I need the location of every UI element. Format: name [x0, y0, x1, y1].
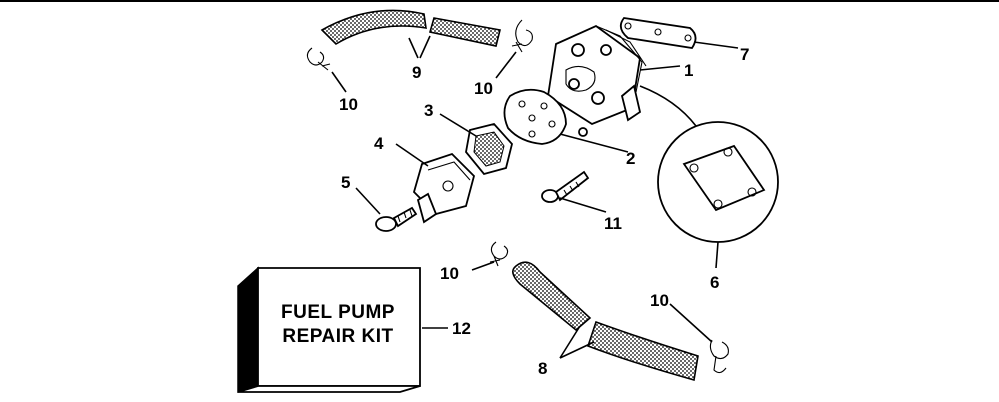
inset-detail-circle — [639, 85, 779, 243]
leader-lines — [331, 35, 739, 359]
callout-2: 2 — [626, 149, 635, 168]
filter-cover — [412, 152, 476, 224]
callout-11: 11 — [604, 214, 622, 233]
mounting-bolt — [541, 170, 590, 203]
kit-label-line2: REPAIR KIT — [282, 326, 393, 347]
hose-lower-left — [512, 261, 592, 332]
callout-1: 1 — [684, 61, 693, 80]
cover-screw — [375, 206, 418, 232]
clip-lower-middle — [489, 241, 509, 267]
gasket — [619, 17, 697, 49]
callout-9: 9 — [412, 63, 421, 82]
hose-upper-left — [320, 9, 427, 46]
callout-10-top: 10 — [474, 79, 493, 98]
callout-6: 6 — [710, 273, 719, 292]
clip-left — [306, 47, 331, 71]
callout-12: 12 — [452, 319, 471, 338]
callout-10-left: 10 — [339, 95, 358, 114]
fuel-pump-body — [547, 24, 647, 137]
callout-10-lower-left: 10 — [440, 264, 459, 283]
hose-lower-right — [586, 320, 699, 382]
clip-lower-right — [709, 339, 729, 374]
repair-kit-box: FUEL PUMP REPAIR KIT — [237, 266, 421, 394]
callout-10-lower-right: 10 — [650, 291, 669, 310]
kit-label-line1: FUEL PUMP — [281, 302, 395, 323]
callout-4: 4 — [374, 134, 384, 153]
clip-upper-middle — [511, 19, 533, 53]
callout-5: 5 — [341, 173, 350, 192]
hose-upper-right — [428, 17, 501, 47]
filter-screen — [465, 122, 513, 176]
callout-7: 7 — [740, 45, 749, 64]
callout-8: 8 — [538, 359, 547, 378]
diaphragm — [503, 88, 567, 145]
callout-3: 3 — [424, 101, 433, 120]
